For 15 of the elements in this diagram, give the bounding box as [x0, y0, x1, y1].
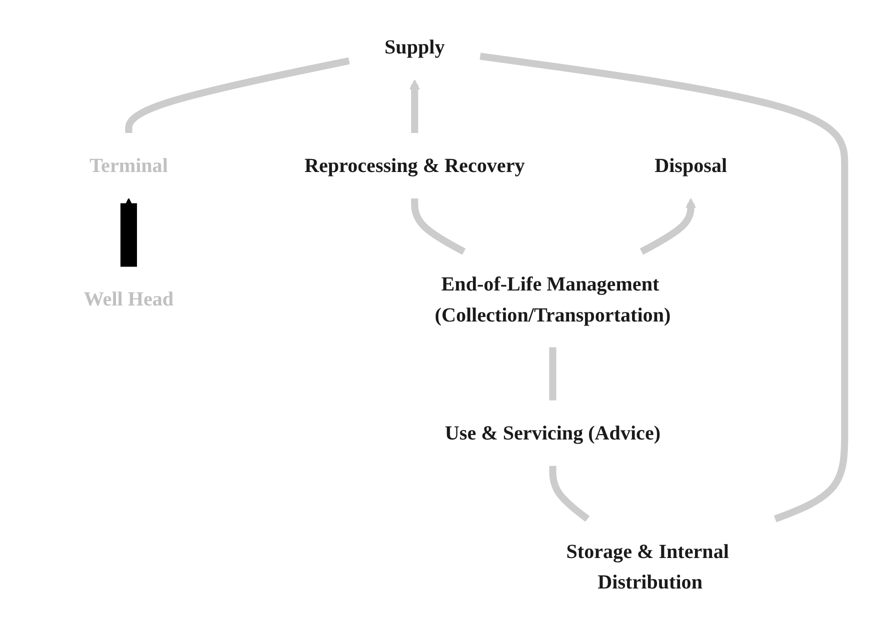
- node-text: Reprocessing & Recovery: [304, 154, 526, 177]
- arrow: [120, 198, 138, 268]
- node-text: Well Head: [84, 288, 174, 310]
- node-text: Terminal: [90, 154, 168, 177]
- arrow: [410, 79, 420, 134]
- connector: [550, 347, 557, 400]
- node-text: End-of-Life Management (Collection/Transportation): [435, 272, 672, 326]
- node-text: Storage & Internal Distribution: [566, 540, 730, 593]
- node-text: Supply: [384, 36, 446, 58]
- node-text: Disposal: [655, 154, 728, 177]
- node-text: Use & Servicing (Advice): [445, 422, 661, 444]
- connector: [480, 52, 849, 522]
- connector: [412, 198, 466, 255]
- connector: [550, 466, 590, 522]
- arrow: [640, 198, 696, 255]
